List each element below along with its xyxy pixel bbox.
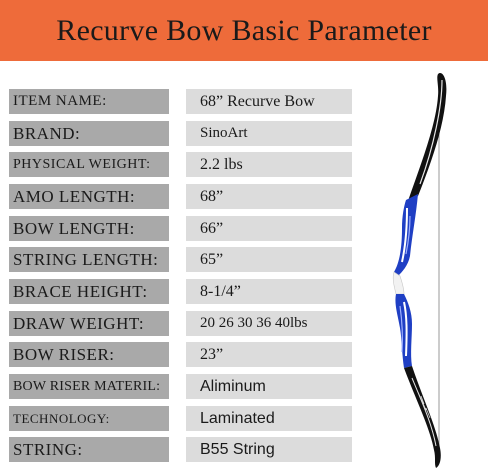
spec-value: SinoArt bbox=[186, 121, 352, 146]
spec-row-string: STRING: B55 String bbox=[9, 437, 352, 462]
spec-label: ITEM NAME: bbox=[9, 89, 169, 114]
spec-value: Aliminum bbox=[186, 374, 352, 399]
upper-riser-shine bbox=[405, 215, 411, 255]
spec-row-bow-riser-material: BOW RISER MATERIL: Aliminum bbox=[9, 374, 352, 399]
spec-value: 66” bbox=[186, 216, 352, 241]
lower-limb-highlight bbox=[411, 377, 437, 447]
spec-label: BOW LENGTH: bbox=[9, 216, 169, 241]
spec-row-bow-length: BOW LENGTH: 66” bbox=[9, 216, 352, 241]
spec-label: PHYSICAL WEIGHT: bbox=[9, 152, 169, 177]
upper-limb-highlight bbox=[419, 79, 443, 185]
spec-value: 20 26 30 36 40lbs bbox=[186, 311, 352, 336]
upper-limb bbox=[408, 72, 447, 201]
spec-row-bow-riser: BOW RISER: 23” bbox=[9, 342, 352, 367]
spec-label: DRAW WEIGHT: bbox=[9, 311, 169, 336]
upper-riser-cutout bbox=[401, 207, 408, 263]
spec-row-amo-length: AMO LENGTH: 68” bbox=[9, 184, 352, 209]
spec-value: 23” bbox=[186, 342, 352, 367]
lower-riser-cutout bbox=[403, 301, 408, 357]
recurve-bow-image bbox=[360, 66, 488, 471]
spec-value: Laminated bbox=[186, 406, 352, 431]
spec-row-brand: BRAND: SinoArt bbox=[9, 121, 352, 146]
spec-value: 68” Recurve Bow bbox=[186, 89, 352, 114]
spec-label: BRAND: bbox=[9, 121, 169, 146]
limb-decal bbox=[417, 391, 431, 419]
spec-label: BRACE HEIGHT: bbox=[9, 279, 169, 304]
spec-row-physical-weight: PHYSICAL WEIGHT: 2.2 lbs bbox=[9, 152, 352, 177]
spec-value: 8-1/4” bbox=[186, 279, 352, 304]
spec-row-item-name: ITEM NAME: 68” Recurve Bow bbox=[9, 89, 352, 114]
lower-riser-shine bbox=[399, 305, 403, 353]
page-title: Recurve Bow Basic Parameter bbox=[56, 13, 432, 47]
lower-riser bbox=[395, 294, 412, 368]
grip bbox=[392, 271, 405, 295]
title-banner: Recurve Bow Basic Parameter bbox=[0, 0, 488, 61]
spec-value: 68” bbox=[186, 184, 352, 209]
spec-label: BOW RISER MATERIL: bbox=[9, 374, 169, 399]
spec-value: B55 String bbox=[186, 437, 352, 462]
spec-value: 65” bbox=[186, 247, 352, 272]
lower-limb bbox=[404, 366, 441, 468]
spec-label: STRING: bbox=[9, 437, 169, 462]
spec-label: STRING LENGTH: bbox=[9, 247, 169, 272]
spec-label: AMO LENGTH: bbox=[9, 184, 169, 209]
spec-label: BOW RISER: bbox=[9, 342, 169, 367]
spec-row-technology: TECHNOLOGY: Laminated bbox=[9, 406, 352, 431]
spec-value: 2.2 lbs bbox=[186, 152, 352, 177]
bow-illustration bbox=[392, 72, 447, 468]
spec-label: TECHNOLOGY: bbox=[9, 406, 169, 431]
spec-row-brace-height: BRACE HEIGHT: 8-1/4” bbox=[9, 279, 352, 304]
spec-row-draw-weight: DRAW WEIGHT: 20 26 30 36 40lbs bbox=[9, 311, 352, 336]
spec-row-string-length: STRING LENGTH: 65” bbox=[9, 247, 352, 272]
